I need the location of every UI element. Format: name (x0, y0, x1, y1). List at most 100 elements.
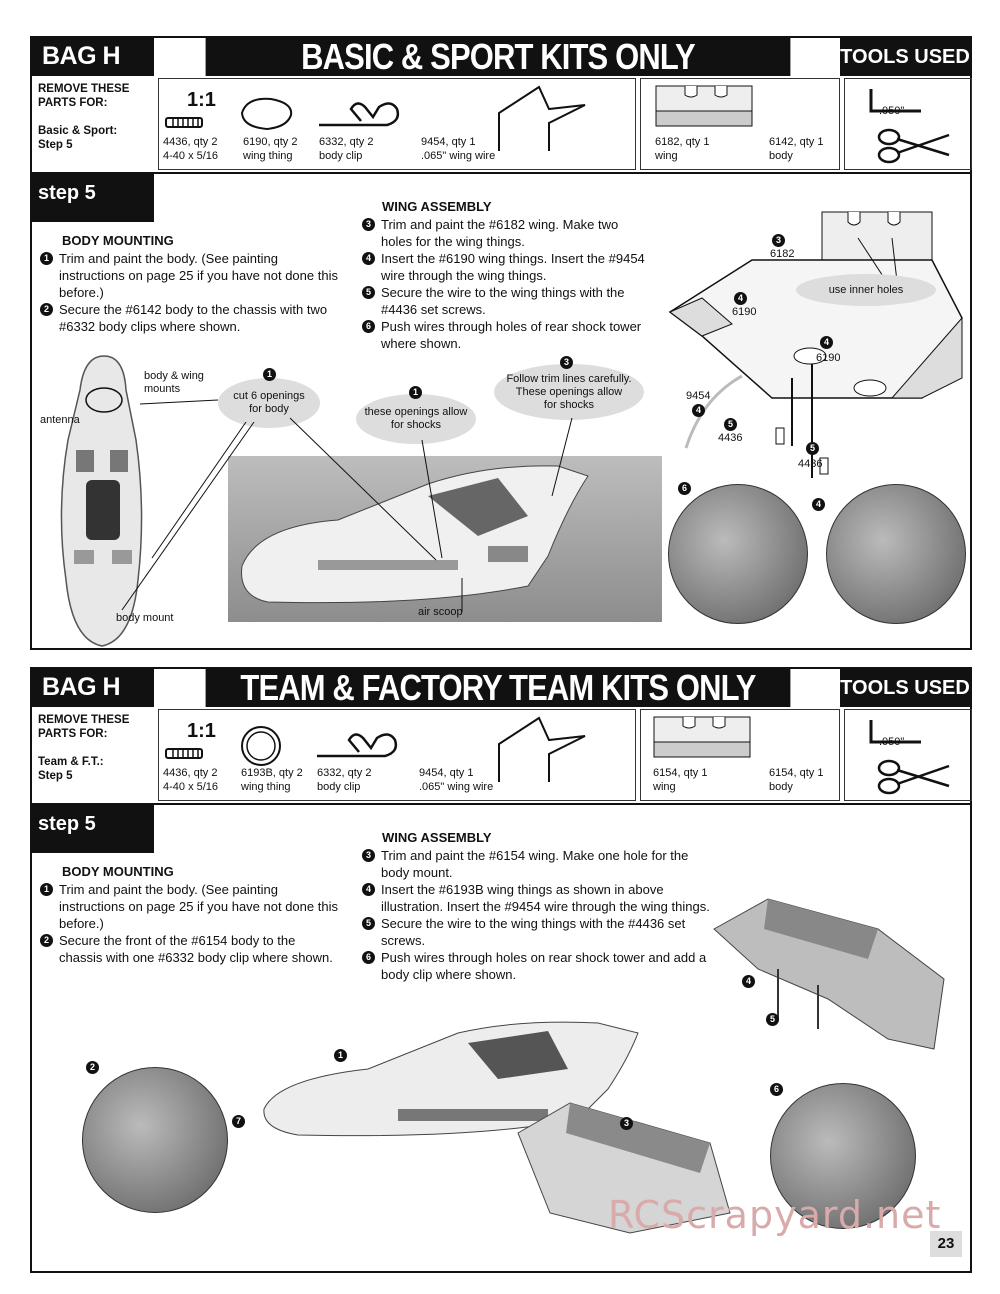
team-body-photo (263, 1021, 639, 1137)
wing-thing-ring-icon (241, 726, 281, 766)
section-header: BAG H TEAM & FACTORY TEAM KITS ONLY TOOL… (32, 669, 970, 707)
scissors-icon (877, 759, 950, 795)
body-wing-mounts-label: body & wing mounts (144, 370, 204, 395)
remove-parts-note: REMOVE THESE PARTS FOR: Basic & Sport: S… (38, 83, 130, 151)
shock-tower-closeup-photo (826, 484, 966, 624)
wing-assembly-heading: WING ASSEMBLY (382, 199, 492, 214)
tools-used-label: TOOLS USED (840, 38, 970, 76)
antenna-label: antenna (40, 414, 80, 426)
tool-size: .050" (879, 736, 905, 748)
callout-number-4b: 4 (820, 336, 833, 349)
wing-wire-icon (498, 85, 586, 151)
scale-label: 1:1 (187, 89, 216, 111)
bag-label: BAG H (32, 38, 154, 76)
label-6190a: 6190 (732, 306, 757, 318)
bag-label: BAG H (32, 669, 154, 707)
body-clip-closeup-photo (82, 1067, 228, 1213)
remove-parts-note: REMOVE THESE PARTS FOR: Team & F.T.: Ste… (38, 714, 130, 782)
scissors-icon (877, 128, 950, 164)
callout-number-4a: 4 (734, 292, 747, 305)
watermark: RCScrapyard.net (608, 1193, 942, 1237)
label-6190b: 6190 (816, 352, 841, 364)
set-screw-icon (165, 748, 203, 759)
trim-lines-callout: Follow trim lines carefully.These openin… (494, 364, 644, 420)
wing-icon (653, 716, 751, 758)
hex-wrench-icon (869, 89, 921, 113)
section-title: TEAM & FACTORY TEAM KITS ONLY (205, 669, 791, 707)
callout-number-4-team: 4 (742, 975, 755, 988)
tool-size: .050" (879, 105, 905, 117)
callout-number-1b: 1 (409, 386, 422, 399)
callout-number-3-wing: 3 (772, 234, 785, 247)
callout-number-2-team: 2 (86, 1061, 99, 1074)
team-wing-lower-photo (517, 1102, 731, 1234)
label-9454: 9454 (686, 390, 711, 402)
set-screw-icon (165, 117, 203, 128)
wing-icon (655, 85, 753, 127)
callout-number-1-team: 1 (334, 1049, 347, 1062)
tools-box: .050" (844, 78, 972, 170)
body-top-view-image (60, 355, 143, 647)
body-mounting-heading: BODY MOUNTING (62, 233, 174, 248)
body-mount-label: body mount (116, 612, 174, 624)
wing-assembly-diagram (668, 211, 963, 478)
section-title: BASIC & SPORT KITS ONLY (205, 38, 791, 76)
callout-number-6-team: 6 (770, 1083, 783, 1096)
body-clip-icon (319, 102, 400, 127)
label-4436a: 4436 (718, 432, 743, 444)
tools-box: .050" (844, 709, 972, 801)
label-4436b: 4436 (798, 458, 823, 470)
air-scoop-label: air scoop (418, 606, 463, 618)
inner-holes-callout: use inner holes (796, 274, 936, 306)
section-header: BAG H BASIC & SPORT KITS ONLY TOOLS USED (32, 38, 970, 76)
callout-number-5-team: 5 (766, 1013, 779, 1026)
callout-number-4d: 4 (812, 498, 825, 511)
wing-thing-icon (240, 97, 293, 131)
callout-number-5b: 5 (806, 442, 819, 455)
callout-number-5a: 5 (724, 418, 737, 431)
body-side-shape (241, 465, 589, 604)
basic-sport-section: BAG H BASIC & SPORT KITS ONLY TOOLS USED… (30, 36, 972, 650)
team-factory-section: BAG H TEAM & FACTORY TEAM KITS ONLY TOOL… (30, 667, 972, 1273)
callout-number-4c: 4 (692, 404, 705, 417)
hex-wrench-icon (869, 720, 921, 744)
shock-tower-clip-closeup-photo (770, 1083, 916, 1229)
tools-used-label: TOOLS USED (840, 669, 970, 707)
wing-assembly-heading: WING ASSEMBLY (382, 830, 492, 845)
label-6182: 6182 (770, 248, 795, 260)
step-label: step 5 (32, 174, 154, 222)
callout-number-3: 3 (560, 356, 573, 369)
callout-number-7: 7 (232, 1115, 245, 1128)
callout-number-3-team: 3 (620, 1117, 633, 1130)
page-number: 23 (930, 1231, 962, 1257)
part-9454: 9454, qty 1.065" wing wire (421, 136, 496, 162)
wing-mount-closeup-photo (668, 484, 808, 624)
body-clip-icon (317, 733, 398, 758)
step-label: step 5 (32, 805, 154, 853)
callout-number-1a: 1 (263, 368, 276, 381)
callout-number-6: 6 (678, 482, 691, 495)
scale-label: 1:1 (187, 720, 216, 742)
part-9454: 9454, qty 1.065" wing wire (419, 767, 494, 793)
wing-wire-icon (498, 716, 586, 782)
